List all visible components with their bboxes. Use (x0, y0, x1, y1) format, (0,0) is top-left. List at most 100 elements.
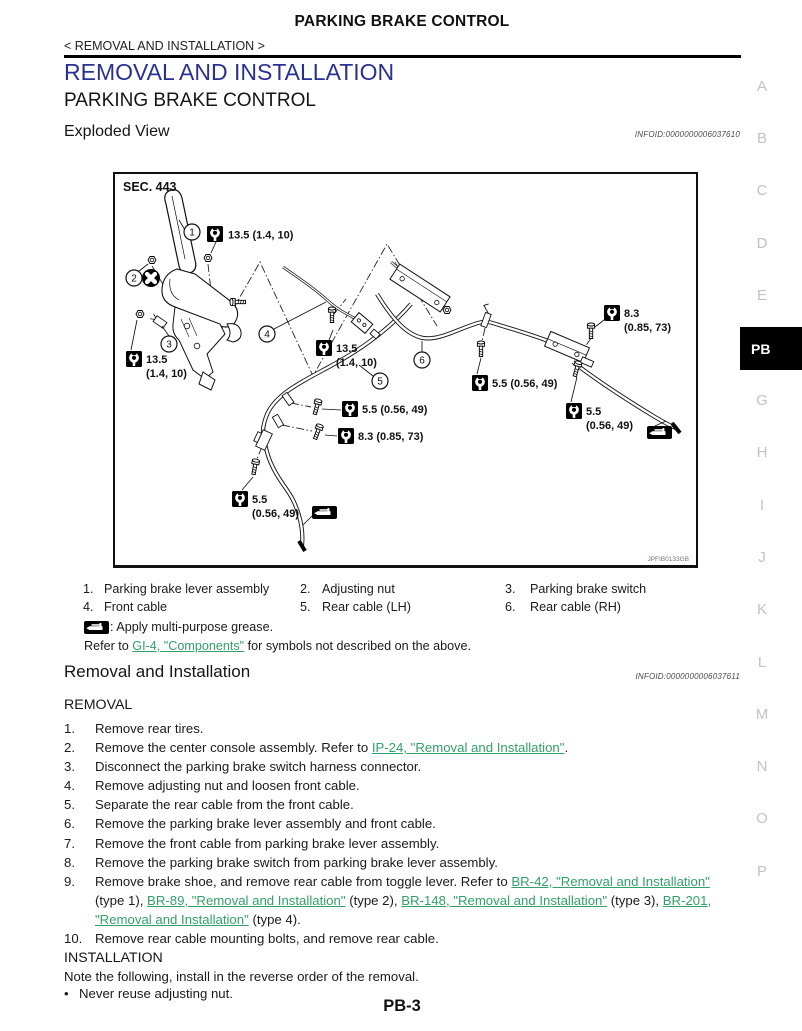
section-index-letter: C (756, 182, 768, 200)
cable-clips-drawing (249, 303, 492, 476)
legend-item-number: 1. (83, 582, 94, 596)
svg-text:8.3 (0.85, 73): 8.3 (0.85, 73) (358, 431, 424, 443)
svg-text:3: 3 (166, 340, 172, 351)
front-cable-drawing (282, 265, 381, 340)
torque-spec-label: 5.5 (0.56, 49) (566, 403, 633, 432)
svg-text:5.5 (0.56, 49): 5.5 (0.56, 49) (362, 404, 428, 416)
step-number: 2. (64, 740, 75, 756)
step-text: Remove brake shoe, and remove rear cable… (95, 873, 712, 927)
reference-link[interactable]: BR-201, "Removal and Installation" (95, 892, 712, 927)
torque-spec-label: 8.3 (0.85, 73) (338, 428, 424, 444)
callout-5: 5 (371, 372, 389, 390)
grease-icon (647, 426, 672, 439)
section-index-letter: N (756, 758, 768, 776)
step-number: 5. (64, 797, 75, 813)
infoid-label: INFOID:0000000006037611 (635, 672, 740, 681)
step-text: Remove the parking brake switch from par… (95, 854, 498, 870)
removal-step: 6. Remove the parking brake lever assembl… (64, 814, 742, 833)
breadcrumb: < REMOVAL AND INSTALLATION > (64, 39, 265, 53)
step-text: Remove rear cable mounting bolts, and re… (95, 931, 439, 947)
removal-step: 2. Remove the center console assembly. Re… (64, 738, 742, 757)
removal-step: 10. Remove rear cable mounting bolts, and… (64, 929, 742, 948)
centerline (290, 402, 312, 408)
removal-step: 7.Remove the front cable from parking br… (64, 834, 742, 853)
figure-code: JPFIB0133GB (647, 556, 689, 563)
installation-subheading: INSTALLATION (64, 950, 163, 967)
reference-link[interactable]: IP-24, "Removal and Installation" (371, 740, 565, 756)
reference-link[interactable]: BR-148, "Removal and Installation" (401, 892, 608, 908)
section-index-letter: I (759, 496, 765, 514)
torque-spec-label: 5.5 (0.56, 49) (472, 375, 558, 391)
parking-brake-switch-drawing (150, 313, 168, 329)
step-number: 6. (64, 816, 75, 832)
legend-item-label: Rear cable (RH) (530, 599, 621, 614)
step-text: Remove the parking brake lever assembly … (95, 816, 436, 832)
svg-text:1: 1 (189, 228, 195, 239)
step-text: Disconnect the parking brake switch harn… (95, 759, 422, 775)
do-not-reuse-icon (142, 269, 160, 287)
installation-bullet-text: Never reuse adjusting nut. (79, 985, 233, 1001)
section-index-letter: L (757, 653, 767, 671)
torque-spec-label: 13.5 (1.4, 10) (316, 340, 377, 369)
section-index-letter: D (756, 234, 768, 252)
step-number: 1. (64, 721, 75, 736)
reference-link[interactable]: BR-42, "Removal and Installation" (511, 873, 710, 889)
svg-text:5.5: 5.5 (586, 406, 601, 418)
step-text: Remove the center console assembly. Refe… (95, 740, 569, 756)
section-index-letter: P (756, 862, 767, 880)
installation-bullet: • Never reuse adjusting nut. (64, 986, 742, 1003)
svg-text:13.5: 13.5 (336, 343, 357, 355)
section-index-letter: M (755, 705, 769, 723)
grease-icon (84, 620, 109, 634)
svg-text:(1.4, 10): (1.4, 10) (146, 368, 187, 380)
svg-text:(0.85, 73): (0.85, 73) (624, 322, 671, 334)
leader-lines (130, 219, 667, 526)
svg-text:(0.56, 49): (0.56, 49) (252, 508, 299, 520)
refer-prefix: Refer to (84, 639, 133, 653)
removal-installation-heading: Removal and Installation (64, 662, 251, 681)
reference-link[interactable]: BR-89, "Removal and Installation" (147, 892, 346, 908)
removal-steps-list: 1.Remove rear tires. 2. Remove the center … (64, 719, 742, 948)
callout-2: 2 (125, 269, 143, 287)
svg-text:13.5 (1.4, 10): 13.5 (1.4, 10) (228, 230, 294, 242)
refer-note-line: Refer to GI-4, "Components" for symbols … (84, 639, 471, 653)
legend-item-label: Front cable (104, 599, 167, 614)
svg-text:13.5: 13.5 (146, 354, 167, 366)
reference-link[interactable]: GI-4, "Components" (132, 639, 245, 653)
removal-step: 3.Disconnect the parking brake switch ha… (64, 757, 742, 776)
lever-assembly-drawing (135, 189, 246, 391)
callout-6: 6 (413, 351, 431, 369)
step-number: 10. (64, 931, 83, 947)
callout-3: 3 (160, 335, 178, 353)
sec-label: SEC. 443 (123, 180, 177, 194)
centerline (582, 337, 592, 351)
step-number: 7. (64, 835, 75, 851)
torque-spec-label: 8.3 (0.85, 73) (604, 305, 671, 334)
section-subtitle: PARKING BRAKE CONTROL (64, 90, 316, 111)
torque-spec-label: 5.5 (0.56, 49) (342, 401, 428, 417)
page-number: PB-3 (383, 997, 421, 1015)
step-number: 4. (64, 778, 75, 794)
torque-spec-label: 13.5 (1.4, 10) (207, 226, 294, 242)
exploded-view-heading: Exploded View (64, 123, 170, 140)
step-number: 9. (64, 873, 75, 889)
step-text: Remove adjusting nut and loosen front ca… (95, 778, 360, 794)
removal-step: 8.Remove the parking brake switch from p… (64, 853, 742, 872)
svg-text:4: 4 (264, 330, 270, 341)
bullet-dot: • (64, 985, 69, 1001)
svg-text:6: 6 (419, 356, 425, 367)
removal-step: 1.Remove rear tires. (64, 719, 742, 738)
legend-item-label: Parking brake lever assembly (104, 582, 270, 596)
section-index-letter: A (756, 78, 767, 95)
legend-item-label: Rear cable (LH) (322, 599, 411, 614)
section-index-letter: G (756, 392, 768, 409)
legend-item-label: Parking brake switch (530, 582, 647, 596)
torque-spec-label: 5.5 (0.56, 49) (232, 491, 299, 520)
section-index-letter: K (756, 601, 767, 619)
grease-note-line: : Apply multi-purpose grease. (84, 620, 273, 634)
callout-4: 4 (258, 325, 276, 343)
legend-item-label: Adjusting nut (322, 582, 395, 596)
removal-step: 4. Remove adjusting nut and loosen front … (64, 776, 742, 795)
svg-text:5: 5 (377, 377, 383, 388)
